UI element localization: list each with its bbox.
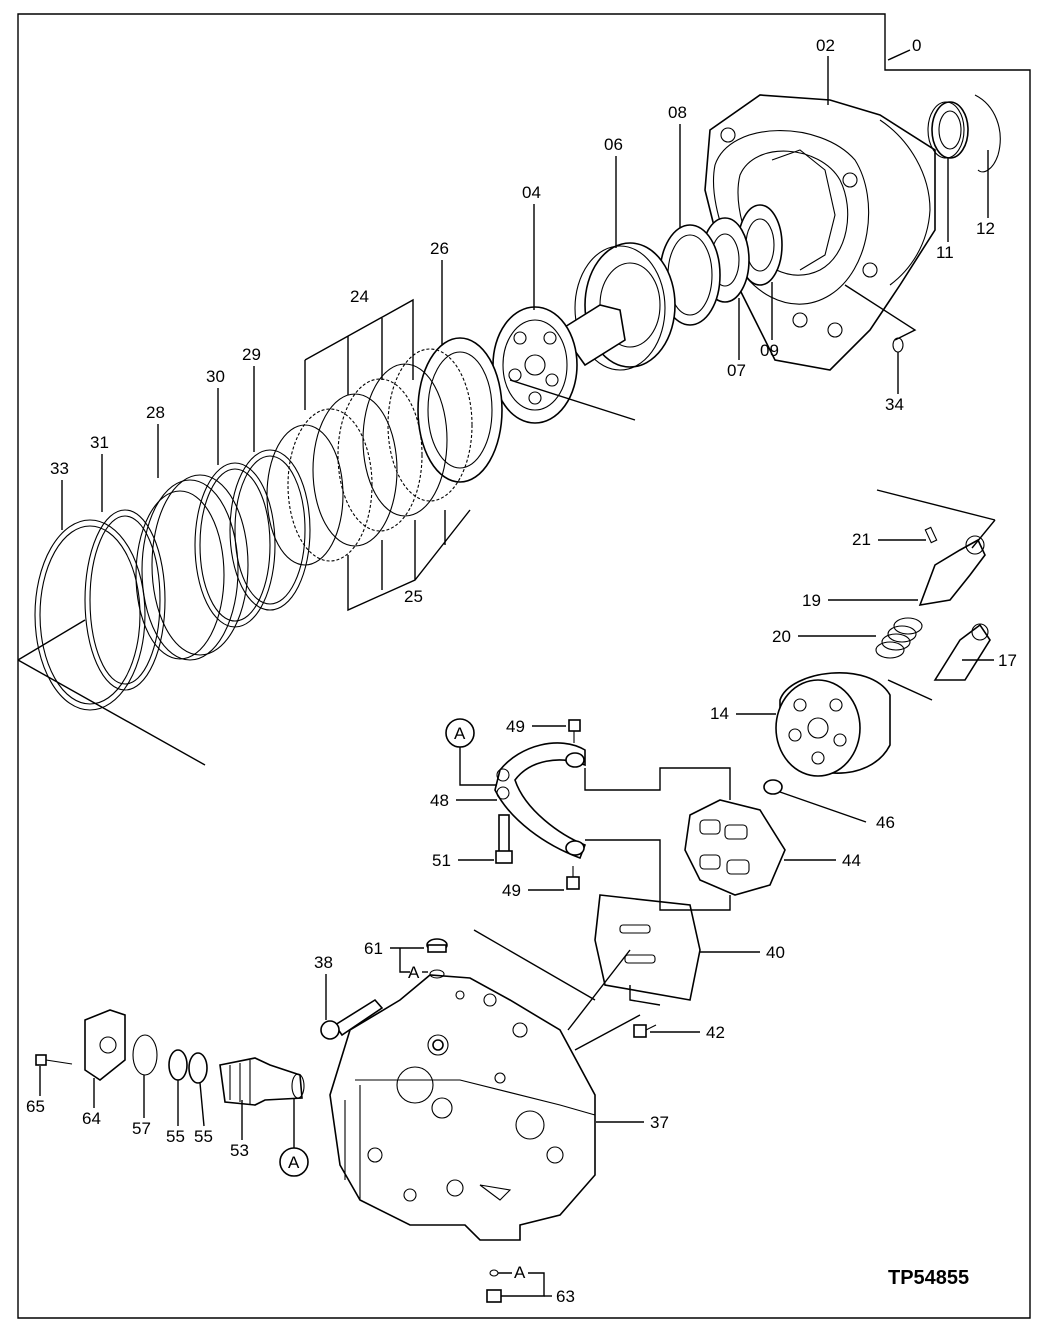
label-0: 0 [912, 36, 921, 55]
label-21: 21 [852, 530, 871, 549]
callout-A-bottom: A [514, 1263, 526, 1282]
callout-A-plug: A [408, 963, 420, 982]
leader-40-42 [629, 985, 661, 1006]
label-31: 31 [90, 433, 109, 452]
leader-04-axis [509, 379, 636, 421]
part-19-valve[interactable] [918, 535, 986, 607]
leader-48-44 [584, 767, 731, 800]
label-20: 20 [772, 627, 791, 646]
label-07: 07 [727, 361, 746, 380]
part-49-screw-top[interactable] [568, 719, 581, 743]
leader-to-37-b [567, 949, 631, 1031]
part-24-25-plate-stack[interactable] [266, 348, 473, 566]
part-49-screw-bottom[interactable] [566, 866, 580, 890]
part-31-ring[interactable] [84, 509, 166, 691]
leader-valve-group-2 [971, 519, 996, 549]
label-53: 53 [230, 1141, 249, 1160]
label-06: 06 [604, 135, 623, 154]
label-42: 42 [706, 1023, 725, 1042]
drawing-code: TP54855 [888, 1267, 969, 1289]
part-64-cover[interactable] [84, 1009, 126, 1081]
label-28: 28 [146, 403, 165, 422]
part-44-valve-plate[interactable] [684, 799, 786, 896]
label-55a: 55 [166, 1127, 185, 1146]
part-04-gear[interactable] [492, 304, 626, 424]
part-48-swash-bracket[interactable] [494, 742, 587, 860]
part-28-piston[interactable] [135, 474, 249, 661]
label-11: 11 [936, 243, 954, 262]
part-40-port-plate[interactable] [594, 894, 701, 1001]
label-26: 26 [430, 239, 449, 258]
label-63: 63 [556, 1287, 575, 1306]
label-09: 09 [760, 341, 779, 360]
label-30: 30 [206, 367, 225, 386]
part-46-bushing[interactable] [763, 779, 783, 795]
part-37-main-housing[interactable] [329, 974, 596, 1241]
leader-valve-group [876, 489, 996, 521]
label-57: 57 [132, 1119, 151, 1138]
part-33-seal-ring[interactable] [34, 519, 146, 711]
label-65: 65 [26, 1097, 45, 1116]
part-55-ring-a[interactable] [168, 1049, 188, 1081]
callout-A-bracket-text: A [454, 724, 466, 743]
label-29: 29 [242, 345, 261, 364]
label-08: 08 [668, 103, 687, 122]
label-14: 14 [710, 704, 729, 723]
label-64: 64 [82, 1109, 101, 1128]
part-20-spring[interactable] [875, 617, 923, 659]
label-51: 51 [432, 851, 451, 870]
label-12: 12 [976, 219, 995, 238]
part-42-pin[interactable] [633, 1024, 657, 1038]
part-21-pin[interactable] [924, 526, 938, 544]
part-29-ring[interactable] [229, 449, 311, 611]
label-04: 04 [522, 183, 541, 202]
label-33: 33 [50, 459, 69, 478]
label-55b: 55 [194, 1127, 213, 1146]
label-49-top: 49 [506, 717, 525, 736]
part-26-plate[interactable] [417, 337, 503, 483]
part-11-seal[interactable] [927, 101, 969, 159]
label-34: 34 [885, 395, 904, 414]
leader-to-37-a [473, 929, 596, 1001]
label-02: 02 [816, 36, 835, 55]
label-61: 61 [364, 939, 383, 958]
leader-shaft-axis [17, 659, 206, 766]
label-49-bottom: 49 [502, 881, 521, 900]
label-24: 24 [350, 287, 369, 306]
leader-48-44-low [585, 839, 731, 911]
label-38: 38 [314, 953, 333, 972]
part-38-bolt[interactable] [320, 998, 384, 1040]
part-53-shaft[interactable] [219, 1057, 305, 1106]
label-44: 44 [842, 851, 861, 870]
leader-to-37-c [574, 1014, 641, 1051]
part-14-cylinder-block[interactable] [775, 672, 891, 777]
label-19: 19 [802, 591, 821, 610]
part-63-plug[interactable] [486, 1269, 502, 1303]
part-51-bolt[interactable] [495, 814, 513, 864]
part-17-piston[interactable] [933, 623, 991, 681]
leader-17-14 [887, 679, 933, 701]
label-37: 37 [650, 1113, 669, 1132]
label-25: 25 [404, 587, 423, 606]
label-48: 48 [430, 791, 449, 810]
label-40: 40 [766, 943, 785, 962]
callout-A-shaft-text: A [288, 1153, 300, 1172]
part-65-bolt[interactable] [35, 1054, 73, 1066]
part-61-plug[interactable] [426, 938, 448, 979]
label-17: 17 [998, 651, 1017, 670]
part-34-oring[interactable] [892, 337, 904, 353]
frame-border [17, 13, 1031, 1319]
part-12-snap-ring[interactable] [974, 94, 1001, 173]
part-57-oring[interactable] [132, 1034, 158, 1076]
label-46: 46 [876, 813, 895, 832]
part-55-ring-b[interactable] [188, 1052, 208, 1084]
leader-shaft-axis-2 [17, 619, 86, 661]
